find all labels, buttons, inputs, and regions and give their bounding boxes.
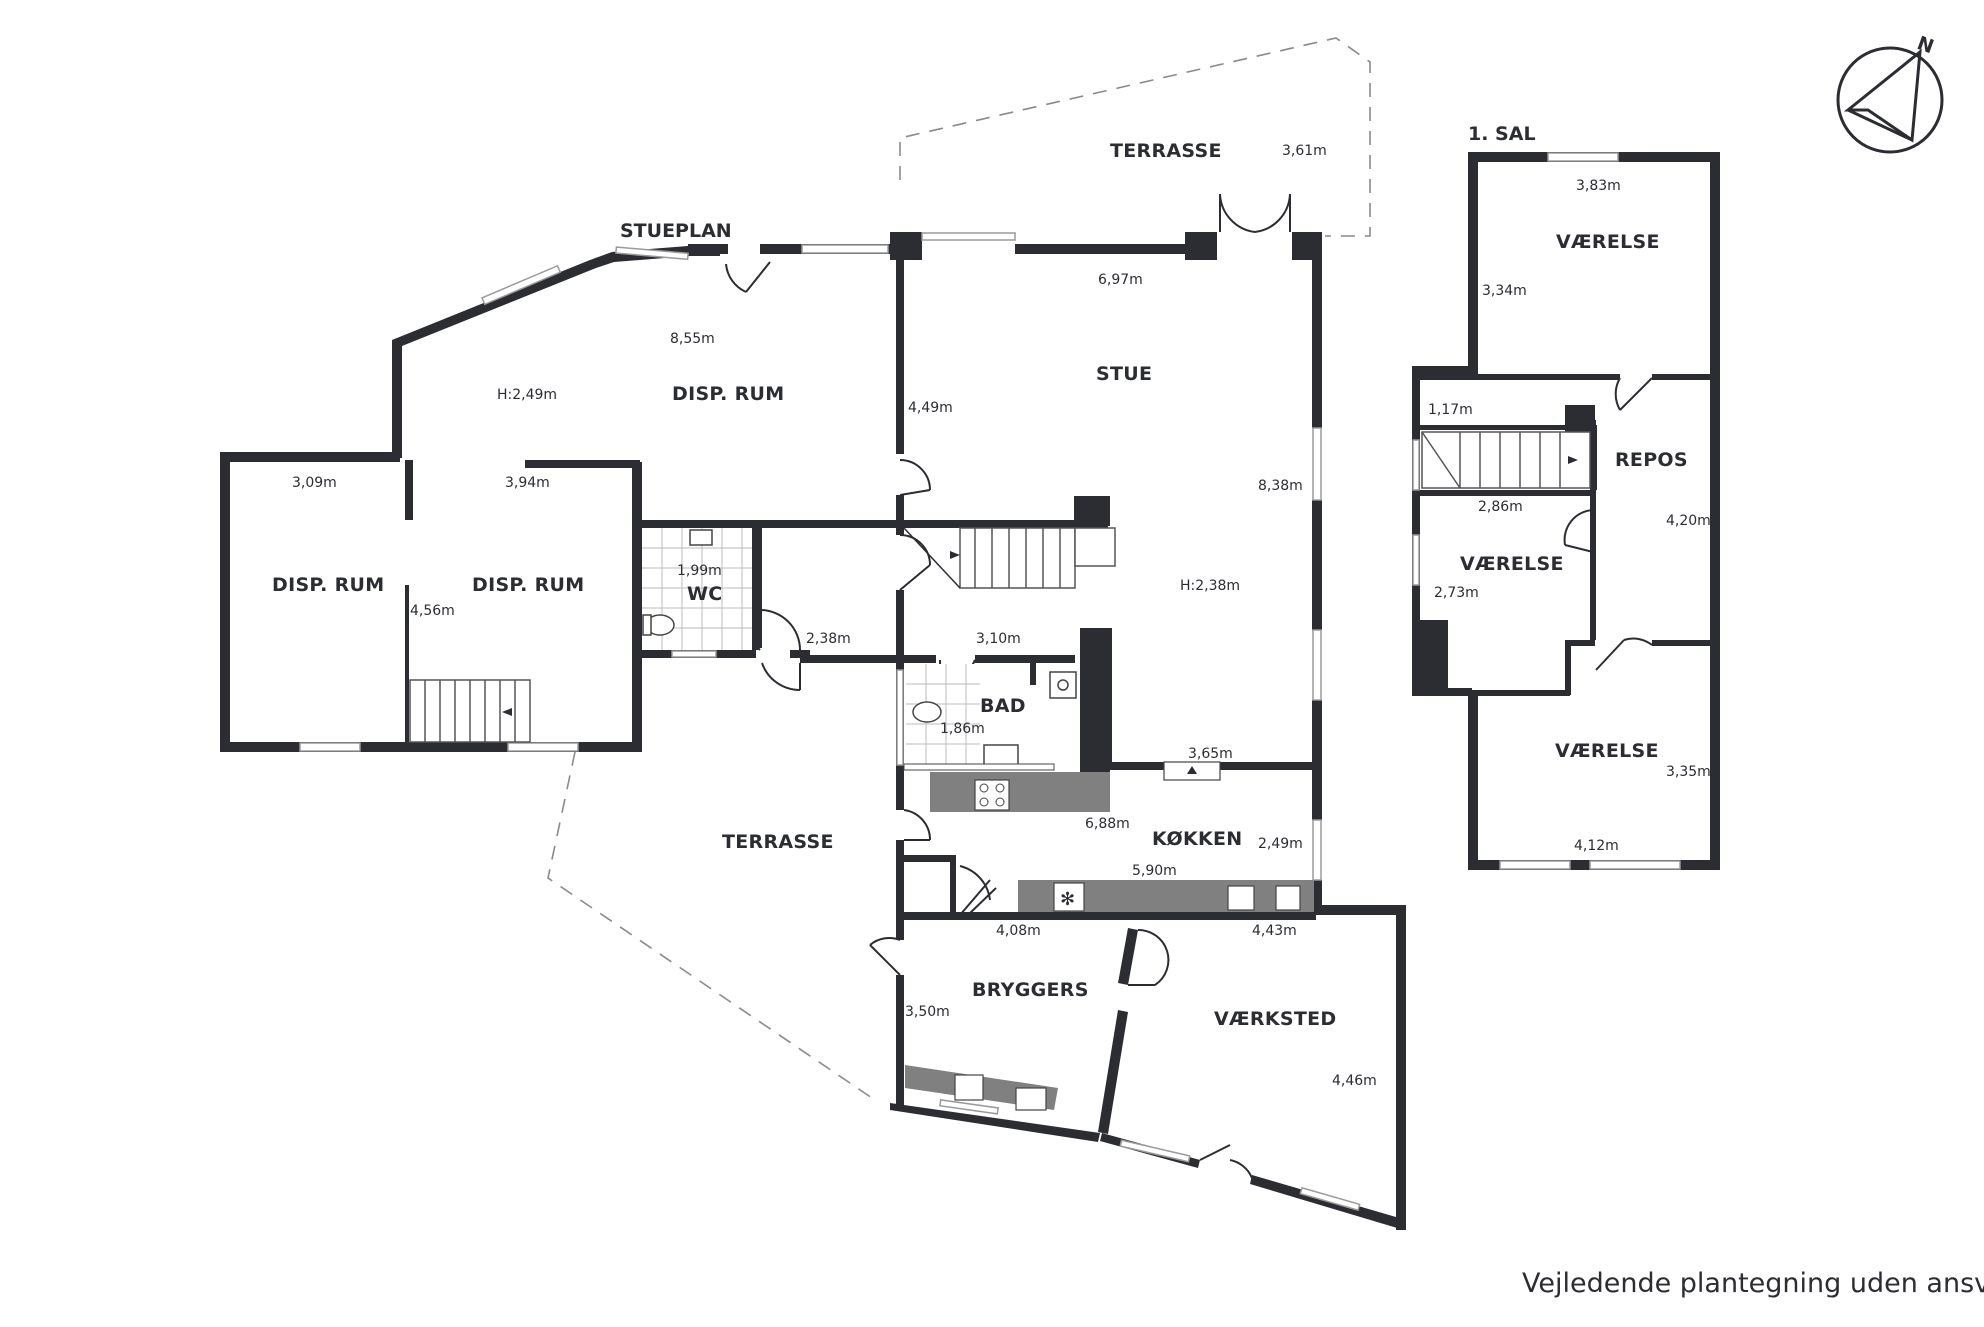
dim-stue-height: H:2,38m bbox=[1180, 578, 1240, 594]
dim-stue-width: 6,97m bbox=[1098, 272, 1143, 288]
dim-disp-main-width: 8,55m bbox=[670, 331, 715, 347]
room-bad: BAD bbox=[980, 695, 1026, 717]
room-kokken: KØKKEN bbox=[1152, 828, 1243, 850]
north-label: N bbox=[1914, 32, 1936, 58]
dim-bryggers-width: 4,08m bbox=[996, 923, 1041, 939]
compass-icon: N bbox=[1836, 32, 1944, 154]
room-vaerelse-mid: VÆRELSE bbox=[1460, 553, 1564, 575]
dim-repos-small: 1,17m bbox=[1428, 402, 1473, 418]
freezer-icon: ✻ bbox=[1060, 889, 1075, 910]
dim-disp-left-width: 3,09m bbox=[292, 475, 337, 491]
dim-vaerelse-bottom-depth: 3,35m bbox=[1666, 764, 1711, 780]
terrace-bottom-outline bbox=[547, 751, 873, 1099]
dim-disp-mid-width: 3,94m bbox=[505, 475, 550, 491]
bad-tiles bbox=[903, 664, 1077, 771]
room-vaerelse-top: VÆRELSE bbox=[1556, 231, 1660, 253]
dim-terrasse-top-width: 3,61m bbox=[1282, 143, 1327, 159]
windows bbox=[299, 232, 1361, 1212]
room-wc: WC bbox=[687, 583, 723, 605]
dim-bryggers-depth: 3,50m bbox=[905, 1004, 950, 1020]
room-vaerksted: VÆRKSTED bbox=[1214, 1008, 1336, 1030]
dim-stue-depth-left: 4,49m bbox=[908, 400, 953, 416]
dim-vaerelse-bottom-width: 4,12m bbox=[1574, 838, 1619, 854]
dim-repos-depth: 4,20m bbox=[1666, 513, 1711, 529]
dim-wc-width: 1,99m bbox=[677, 563, 722, 579]
dim-vaerksted-depth: 4,46m bbox=[1332, 1073, 1377, 1089]
dim-disp-mid-depth: 4,56m bbox=[410, 603, 455, 619]
doors bbox=[724, 193, 1291, 1179]
dim-stue-depth-right: 8,38m bbox=[1258, 478, 1303, 494]
room-disp-rum-left: DISP. RUM bbox=[272, 574, 384, 596]
dim-stue-bottom-width: 3,65m bbox=[1188, 746, 1233, 762]
dim-repos-stair: 2,86m bbox=[1478, 499, 1523, 515]
bryggers-counter bbox=[905, 1065, 1058, 1111]
stairs bbox=[409, 527, 1116, 743]
dim-vaerelse-top-width: 3,83m bbox=[1576, 178, 1621, 194]
dim-hall-width: 2,38m bbox=[806, 631, 851, 647]
ground-floor-label: STUEPLAN bbox=[620, 220, 732, 242]
dim-bad-width: 3,10m bbox=[976, 631, 1021, 647]
room-terrasse-top: TERRASSE bbox=[1110, 140, 1222, 162]
kitchen-counters: ✻ bbox=[930, 761, 1314, 912]
dim-vaerelse-top-depth: 3,34m bbox=[1482, 283, 1527, 299]
room-repos: REPOS bbox=[1615, 449, 1688, 471]
room-bryggers: BRYGGERS bbox=[972, 979, 1089, 1001]
ground-floor-walls bbox=[220, 232, 1406, 1230]
terrace-top-outline bbox=[899, 37, 1371, 237]
dim-vaerksted-width: 4,43m bbox=[1252, 923, 1297, 939]
room-stue: STUE bbox=[1096, 363, 1152, 385]
room-vaerelse-bottom: VÆRELSE bbox=[1555, 740, 1659, 762]
wc-tiles bbox=[642, 528, 752, 650]
room-disp-rum-mid: DISP. RUM bbox=[472, 574, 584, 596]
disclaimer: Vejledende plantegning uden ansvar bbox=[1522, 1268, 1984, 1299]
dim-kokken-depth: 2,49m bbox=[1258, 836, 1303, 852]
dim-vaerelse-mid-depth: 2,73m bbox=[1434, 585, 1479, 601]
upper-floor-label: 1. SAL bbox=[1468, 123, 1536, 145]
upper-floor-walls bbox=[1412, 152, 1720, 870]
room-terrasse-bottom: TERRASSE bbox=[722, 831, 834, 853]
dim-bad-depth: 1,86m bbox=[940, 721, 985, 737]
room-disp-rum-main: DISP. RUM bbox=[672, 383, 784, 405]
upper-floor-details bbox=[1412, 152, 1681, 870]
dim-kokken-counter: 5,90m bbox=[1132, 863, 1177, 879]
dim-disp-main-height: H:2,49m bbox=[497, 387, 557, 403]
dim-kokken-width: 6,88m bbox=[1085, 816, 1130, 832]
